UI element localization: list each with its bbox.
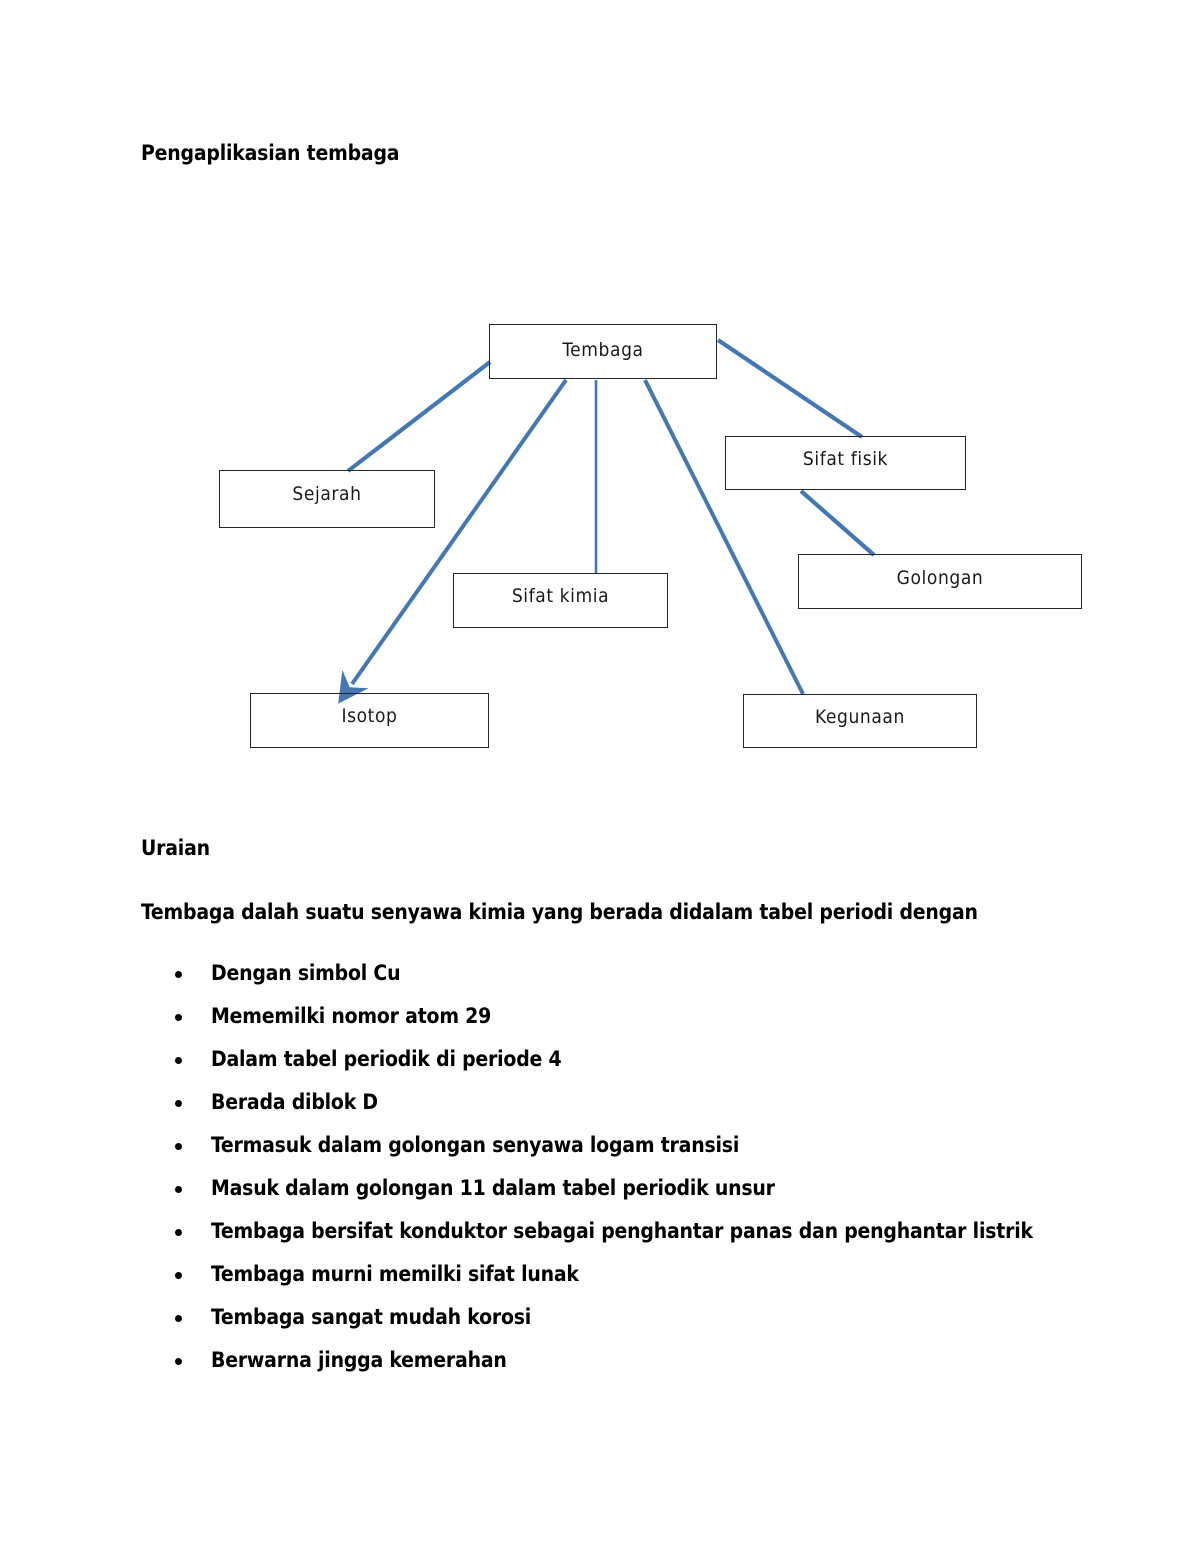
- diagram-node-label: Sifat fisik: [802, 448, 889, 470]
- list-item: Tembaga murni memilki sifat lunak: [141, 1253, 1041, 1296]
- list-item-text: Berada diblok D: [211, 1090, 378, 1114]
- section-heading-uraian: Uraian: [141, 836, 210, 860]
- diagram-node-tembaga[interactable]: Tembaga: [489, 324, 717, 379]
- diagram-node-isotop[interactable]: Isotop: [250, 693, 489, 748]
- bullet-dot-icon: [175, 1357, 182, 1365]
- list-item: Mememilki nomor atom 29: [141, 995, 1041, 1038]
- diagram-node-sejarah[interactable]: Sejarah: [219, 470, 435, 528]
- list-item-text: Dengan simbol Cu: [211, 961, 401, 985]
- diagram-node-label: Golongan: [896, 567, 984, 589]
- edge-tembaga-isotop: [338, 378, 568, 704]
- list-item: Dengan simbol Cu: [141, 952, 1041, 995]
- diagram-connector-lines: [338, 338, 876, 704]
- list-item: Masuk dalam golongan 11 dalam tabel peri…: [141, 1167, 1041, 1210]
- bullet-dot-icon: [175, 1185, 182, 1193]
- list-item-text: Mememilki nomor atom 29: [211, 1004, 492, 1028]
- list-item: Termasuk dalam golongan senyawa logam tr…: [141, 1124, 1041, 1167]
- list-item-text: Termasuk dalam golongan senyawa logam tr…: [211, 1133, 740, 1157]
- bullet-dot-icon: [175, 970, 182, 978]
- diagram-node-label: Isotop: [341, 705, 398, 727]
- tembaga-concept-diagram: Tembaga Sejarah Sifat fisik Sifat kimia …: [219, 324, 1082, 748]
- list-item: Dalam tabel periodik di periode 4: [141, 1038, 1041, 1081]
- diagram-node-label: Sifat kimia: [511, 585, 610, 607]
- bullet-dot-icon: [175, 1271, 182, 1279]
- edge-sifat-fisik-golongan: [799, 489, 876, 557]
- diagram-node-sifat-fisik[interactable]: Sifat fisik: [725, 436, 966, 490]
- bullet-dot-icon: [175, 1142, 182, 1150]
- diagram-node-golongan[interactable]: Golongan: [798, 554, 1082, 609]
- list-item: Berada diblok D: [141, 1081, 1041, 1124]
- edge-tembaga-sejarah: [346, 360, 492, 473]
- edge-tembaga-sifat-fisik: [716, 338, 864, 439]
- list-item-text: Tembaga murni memilki sifat lunak: [211, 1262, 579, 1286]
- diagram-node-kegunaan[interactable]: Kegunaan: [743, 694, 977, 748]
- edge-tembaga-kegunaan: [643, 379, 805, 695]
- bullet-dot-icon: [175, 1228, 182, 1236]
- diagram-node-sifat-kimia[interactable]: Sifat kimia: [453, 573, 668, 628]
- bullet-dot-icon: [175, 1056, 182, 1064]
- diagram-node-label: Tembaga: [562, 339, 644, 361]
- list-item-text: Berwarna jingga kemerahan: [211, 1348, 507, 1372]
- list-item: Berwarna jingga kemerahan: [141, 1339, 1041, 1382]
- list-item: Tembaga sangat mudah korosi: [141, 1296, 1041, 1339]
- list-item-text: Tembaga sangat mudah korosi: [211, 1305, 532, 1329]
- properties-bullet-list: Dengan simbol Cu Mememilki nomor atom 29…: [141, 952, 1041, 1382]
- list-item-text: Dalam tabel periodik di periode 4: [211, 1047, 562, 1071]
- diagram-node-label: Kegunaan: [815, 706, 905, 728]
- page-title: Pengaplikasian tembaga: [141, 141, 400, 165]
- diagram-node-label: Sejarah: [292, 483, 362, 505]
- intro-paragraph: Tembaga dalah suatu senyawa kimia yang b…: [141, 900, 978, 924]
- bullet-dot-icon: [175, 1013, 182, 1021]
- list-item-text: Masuk dalam golongan 11 dalam tabel peri…: [211, 1176, 775, 1200]
- list-item: Tembaga bersifat konduktor sebagai pengh…: [141, 1210, 1041, 1253]
- bullet-dot-icon: [175, 1314, 182, 1322]
- bullet-dot-icon: [175, 1099, 182, 1107]
- list-item-text: Tembaga bersifat konduktor sebagai pengh…: [211, 1219, 1033, 1243]
